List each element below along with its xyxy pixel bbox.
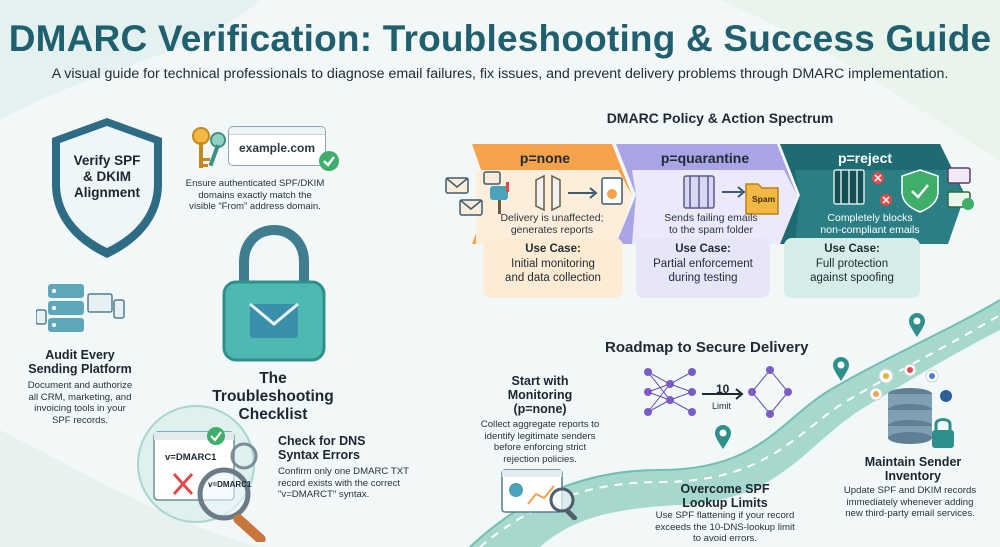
dns-record-1: v=DMARC1 <box>165 452 217 463</box>
magnifier-record-icon <box>137 405 266 542</box>
server-devices-icon <box>36 284 125 332</box>
step-inventory-title: Maintain Sender Inventory <box>864 455 962 483</box>
padlock-icon <box>222 224 326 362</box>
alignment-description: Ensure authenticated SPF/DKIM domains ex… <box>185 178 325 212</box>
step-inventory-description: Update SPF and DKIM records immediately … <box>843 485 977 519</box>
map-pin-icon <box>909 313 925 337</box>
band-none-description: Delivery is unaffected; generates report… <box>500 212 604 236</box>
envelopes-mailbox-icon <box>445 171 623 216</box>
map-pin-icon <box>715 425 731 449</box>
step-spf-title: Overcome SPF Lookup Limits <box>680 482 770 510</box>
shield-label: Verify SPF & DKIM Alignment <box>73 153 141 200</box>
band-reject-label: p=reject <box>837 150 893 166</box>
audit-title: Audit Every Sending Platform <box>28 348 132 376</box>
dns-network-icon <box>644 366 792 418</box>
roadmap-title: Roadmap to Secure Delivery <box>605 339 809 356</box>
spectrum-title: DMARC Policy & Action Spectrum <box>606 110 834 126</box>
usecase-quarantine: Use Case: Partial enforcement during tes… <box>636 238 770 298</box>
database-services-icon <box>869 364 954 448</box>
limit-number: 10 <box>716 382 730 396</box>
keys-icon <box>192 127 226 168</box>
page-subtitle: A visual guide for technical professiona… <box>51 66 949 82</box>
roadmap-road <box>470 300 1000 547</box>
audit-description: Document and authorize all CRM, marketin… <box>27 380 133 426</box>
shield-icon <box>52 118 162 258</box>
usecase-reject: Use Case: Full protection against spoofi… <box>784 238 920 298</box>
band-quarantine-description: Sends failing emails to the spam folder <box>664 212 758 236</box>
map-pin-icon <box>833 357 849 381</box>
report-dashboard-icon <box>501 469 578 520</box>
step-monitoring-description: Collect aggregate reports to identify le… <box>480 419 600 465</box>
band-none-label: p=none <box>519 150 571 166</box>
step-spf-description: Use SPF flattening if your record exceed… <box>655 510 795 544</box>
band-reject-description: Completely blocks non-compliant emails <box>820 212 920 236</box>
dns-record-2: v=DMARC1 <box>208 480 252 489</box>
step-monitoring-title: Start with Monitoring (p=none) <box>507 374 573 416</box>
quarantine-spam-folder-icon <box>683 175 779 215</box>
limit-label: Limit <box>712 401 732 411</box>
band-quarantine-label: p=quarantine <box>660 150 750 166</box>
spam-folder-label: Spam <box>752 194 776 204</box>
reject-gate-shield-icon <box>833 167 974 213</box>
dns-title: Check for DNS Syntax Errors <box>278 434 366 462</box>
usecase-none: Use Case: Initial monitoring and data co… <box>483 238 623 298</box>
check-icon <box>319 151 339 171</box>
dns-description: Confirm only one DMARC TXT record exists… <box>278 466 409 500</box>
page-title: DMARC Verification: Troubleshooting & Su… <box>8 18 992 59</box>
domain-badge: example.com <box>228 126 326 166</box>
checklist-title: The Troubleshooting Checklist <box>212 370 334 423</box>
